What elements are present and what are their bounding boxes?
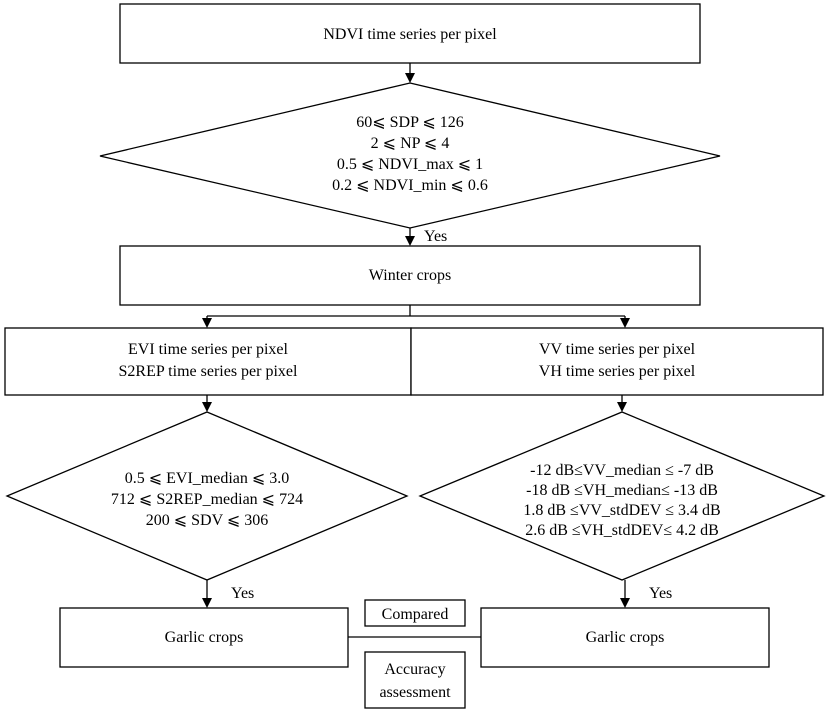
decision1-line-2: 2 ⩽ NP ⩽ 4: [371, 135, 450, 152]
decision2-line-1: 0.5 ⩽ EVI_median ⩽ 3.0: [125, 470, 290, 487]
vv-box-line-2: VH time series per pixel: [539, 363, 696, 380]
accuracy-assessment-box: [364, 651, 466, 709]
arrowhead: [202, 598, 212, 608]
winter-crops-box: [119, 245, 701, 306]
compared-box: [364, 599, 466, 627]
arrowhead: [202, 318, 212, 328]
winter-crops-label: Winter crops: [369, 267, 451, 284]
decision3-line-1: -12 dB≤VV_median ≤ -7 dB: [530, 462, 714, 479]
arrowhead: [202, 402, 212, 412]
decision1-line-4: 0.2 ⩽ NDVI_min ⩽ 0.6: [332, 177, 488, 194]
decision-ndvi-thresholds: [99, 82, 721, 229]
decision2-line-2: 712 ⩽ S2REP_median ⩽ 724: [111, 491, 303, 508]
garlic-crops-left-label: Garlic crops: [165, 629, 244, 646]
arrowhead: [620, 318, 630, 328]
ndvi-time-series-box: [119, 3, 701, 64]
accuracy-label-line-1: Accuracy: [384, 661, 445, 678]
yes-label-1: Yes: [424, 228, 447, 245]
vv-box-line-1: VV time series per pixel: [539, 341, 696, 358]
evi-box-line-2: S2REP time series per pixel: [119, 363, 298, 380]
decision2-line-3: 200 ⩽ SDV ⩽ 306: [146, 512, 269, 529]
decision3-line-3: 1.8 dB ≤VV_stdDEV ≤ 3.4 dB: [523, 502, 720, 519]
garlic-crops-right-box: [480, 607, 770, 668]
yes-label-3: Yes: [649, 585, 672, 602]
garlic-crops-right-label: Garlic crops: [586, 629, 665, 646]
evi-s2rep-time-series-box: [4, 327, 412, 396]
compared-label: Compared: [382, 606, 449, 623]
arrowhead: [405, 73, 415, 83]
decision-evi-s2rep-thresholds: [5, 411, 409, 581]
arrowhead: [405, 236, 415, 246]
arrowhead: [617, 402, 627, 412]
decision3-line-4: 2.6 dB ≤VH_stdDEV≤ 4.2 dB: [525, 522, 719, 539]
arrowhead: [620, 598, 630, 608]
evi-box-line-1: EVI time series per pixel: [128, 341, 289, 358]
decision3-line-2: -18 dB ≤VH_median≤ -13 dB: [526, 482, 718, 499]
ndvi-time-series-label: NDVI time series per pixel: [323, 26, 497, 43]
decision-vv-vh-thresholds: [418, 411, 826, 581]
decision1-line-3: 0.5 ⩽ NDVI_max ⩽ 1: [337, 156, 483, 173]
yes-label-2: Yes: [231, 585, 254, 602]
vv-vh-time-series-box: [410, 327, 824, 396]
decision1-line-1: 60⩽ SDP ⩽ 126: [356, 114, 464, 131]
accuracy-label-line-2: assessment: [379, 684, 451, 701]
garlic-crops-left-box: [59, 607, 349, 668]
